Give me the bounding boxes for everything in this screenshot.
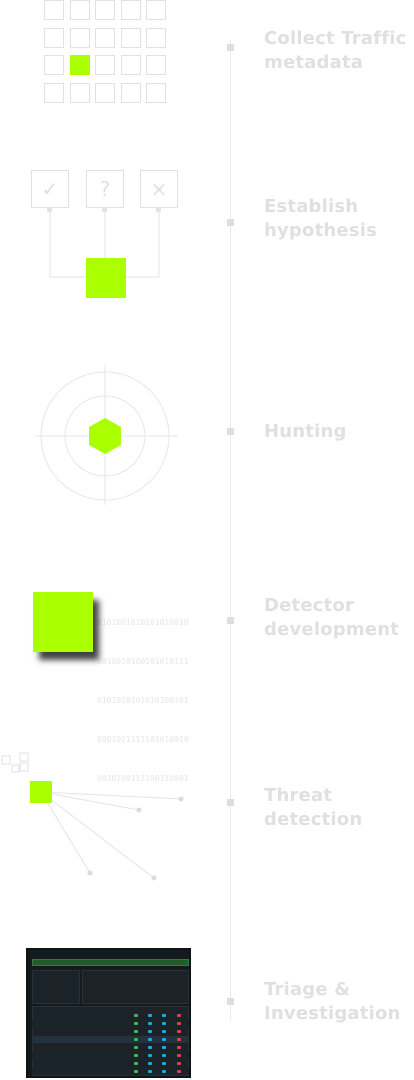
grid-cell-active xyxy=(69,55,90,75)
grid-cell xyxy=(146,82,166,103)
detector-icon xyxy=(33,592,93,652)
dashboard-row-marker xyxy=(148,1062,152,1065)
binary-line: 0101001010101010010 xyxy=(97,618,189,627)
dashboard-row-marker xyxy=(134,1046,138,1049)
dashboard-row-marker xyxy=(177,1062,181,1065)
binary-line: 0101010101010100101 xyxy=(97,696,189,705)
grid-cell xyxy=(95,27,115,48)
dashboard-row xyxy=(32,1044,189,1051)
dashboard-row-marker xyxy=(148,1014,152,1017)
dashboard-row xyxy=(32,1028,189,1035)
grid-cell xyxy=(44,0,64,20)
grid-cell xyxy=(44,82,64,103)
dashboard-row-marker xyxy=(162,1038,166,1041)
timeline-node xyxy=(227,44,234,51)
dashboard-row-marker xyxy=(148,1030,152,1033)
dashboard-row-marker xyxy=(177,1022,181,1025)
timeline-node xyxy=(227,219,234,226)
dashboard-row-marker xyxy=(148,1046,152,1049)
grid-cell xyxy=(44,27,64,48)
dashboard-row-marker xyxy=(177,1054,181,1057)
step-title-detector: Detector development xyxy=(264,595,400,640)
step-title-hunting: Hunting xyxy=(264,421,347,442)
step-title-hypothesis: Establish hypothesis xyxy=(264,196,378,241)
grid-cell xyxy=(69,27,90,48)
dashboard-row-marker xyxy=(134,1030,138,1033)
step-title-collect: Collect Traffic metadata xyxy=(264,28,407,73)
binary-stream: 0101001010101010010 0010010100101010111 … xyxy=(97,590,189,798)
dashboard-row xyxy=(32,1012,189,1019)
timeline-line xyxy=(230,40,231,1020)
timeline-node xyxy=(227,998,234,1005)
crosshair-icon xyxy=(35,365,178,505)
dashboard-row-marker xyxy=(134,1022,138,1025)
dashboard-row-marker xyxy=(177,1070,181,1073)
grid-cell xyxy=(95,55,115,75)
grid-cell xyxy=(120,0,141,20)
dashboard-row-marker xyxy=(134,1070,138,1073)
timeline-node xyxy=(227,428,234,435)
dashboard-row-marker xyxy=(162,1062,166,1065)
dashboard-panel-left xyxy=(32,970,80,1004)
cross-icon: × xyxy=(150,177,168,201)
dashboard-row-marker xyxy=(162,1022,166,1025)
dashboard-row-marker xyxy=(162,1054,166,1057)
grid-cell xyxy=(146,0,166,20)
dashboard-row-marker xyxy=(162,1014,166,1017)
dashboard-icon xyxy=(26,948,191,1078)
dashboard-row-marker xyxy=(177,1038,181,1041)
dashboard-row-marker xyxy=(177,1046,181,1049)
grid-cell xyxy=(95,82,115,103)
step-title-threat: Threat detection xyxy=(264,785,363,830)
hexagon-icon xyxy=(89,418,121,454)
binary-line: 0010010100101010111 xyxy=(97,657,189,666)
dashboard-row-marker xyxy=(162,1070,166,1073)
dashboard-row-marker xyxy=(148,1054,152,1057)
threat-icon xyxy=(1,752,184,881)
dashboard-row-marker xyxy=(162,1030,166,1033)
dashboard-row xyxy=(32,1060,189,1067)
dashboard-row-marker xyxy=(134,1038,138,1041)
dashboard-panel-right xyxy=(82,970,189,1004)
grid-cell xyxy=(44,55,64,75)
dashboard-banner xyxy=(32,959,189,966)
grid-cell xyxy=(120,82,141,103)
dashboard-row-marker xyxy=(134,1014,138,1017)
dashboard-row-marker xyxy=(134,1054,138,1057)
question-icon: ? xyxy=(99,177,111,201)
check-box-icon: ✓ xyxy=(31,170,69,208)
dashboard-row xyxy=(32,1068,189,1075)
grid-cell xyxy=(95,0,115,20)
timeline-node xyxy=(227,799,234,806)
check-icon: ✓ xyxy=(41,177,59,201)
grid-cell xyxy=(120,27,141,48)
binary-line: 0010100111100110001 xyxy=(97,774,189,783)
result-square-icon xyxy=(86,258,126,298)
cross-box-icon: × xyxy=(140,170,178,208)
dashboard-row-marker xyxy=(177,1030,181,1033)
dashboard-row-marker xyxy=(162,1046,166,1049)
dashboard-row xyxy=(32,1036,189,1043)
dashboard-row-marker xyxy=(148,1038,152,1041)
dashboard-row-marker xyxy=(177,1014,181,1017)
dashboard-row-marker xyxy=(148,1070,152,1073)
grid-cell xyxy=(146,55,166,75)
dashboard-row xyxy=(32,1020,189,1027)
step-title-triage: Triage & Investigation xyxy=(264,979,401,1024)
grid-cell xyxy=(120,55,141,75)
dashboard-row-marker xyxy=(148,1022,152,1025)
grid-cell xyxy=(69,82,90,103)
dashboard-row-marker xyxy=(134,1062,138,1065)
question-box-icon: ? xyxy=(86,170,124,208)
binary-line: 0001011111101010010 xyxy=(97,735,189,744)
timeline-node xyxy=(227,617,234,624)
threat-square-icon xyxy=(30,781,52,803)
dashboard-row xyxy=(32,1052,189,1059)
hypothesis-connectors-icon xyxy=(47,207,161,278)
grid-cell xyxy=(69,0,90,20)
grid-cell xyxy=(146,27,166,48)
